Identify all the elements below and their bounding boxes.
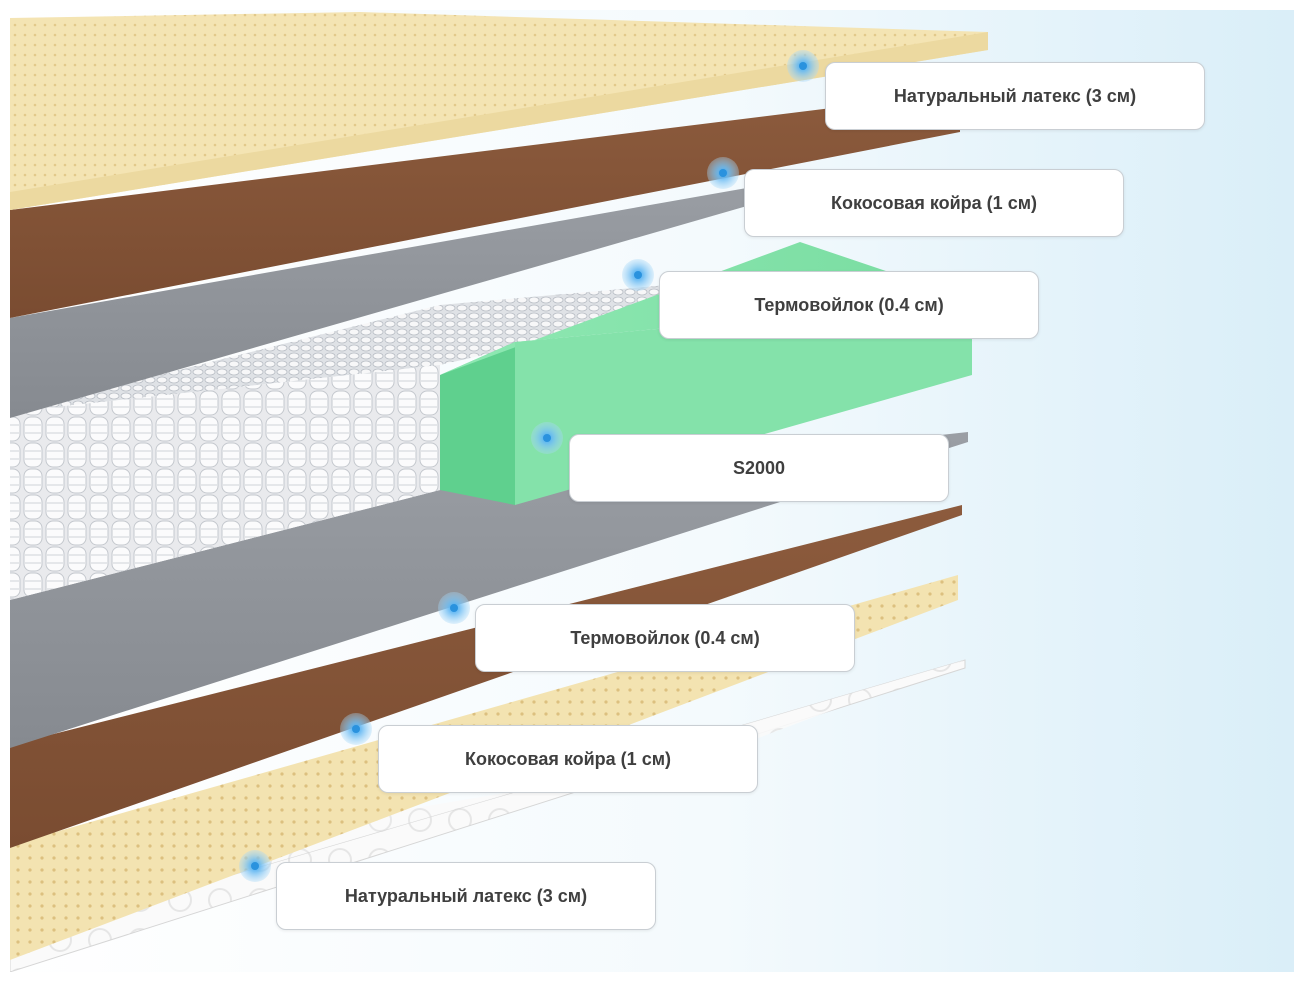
frame-bottom xyxy=(0,972,1304,983)
bottom-felt-layer xyxy=(10,432,968,748)
callout-coir-top: Кокосовая койра (1 см) xyxy=(744,169,1124,237)
hotspot-coir-bottom[interactable] xyxy=(340,713,372,745)
hotspot-latex-top[interactable] xyxy=(787,50,819,82)
top-coir-layer xyxy=(10,92,960,318)
callout-felt-bottom: Термовойлок (0.4 см) xyxy=(475,604,855,672)
frame-top xyxy=(0,0,1304,10)
top-latex-edge xyxy=(10,32,988,210)
foam-insert-side xyxy=(440,342,515,505)
top-felt-layer xyxy=(10,175,820,418)
spring-block-front xyxy=(10,365,440,600)
callout-felt-top: Термовойлок (0.4 см) xyxy=(659,271,1039,339)
callout-coir-bottom: Кокосовая койра (1 см) xyxy=(378,725,758,793)
hotspot-coir-top[interactable] xyxy=(707,157,739,189)
hotspot-latex-bottom[interactable] xyxy=(239,850,271,882)
callout-latex-top: Натуральный латекс (3 см) xyxy=(825,62,1205,130)
hotspot-felt-bottom[interactable] xyxy=(438,592,470,624)
bottom-coir-layer xyxy=(10,505,962,848)
frame-right xyxy=(1294,0,1304,983)
frame-left xyxy=(0,0,10,983)
callout-latex-bottom: Натуральный латекс (3 см) xyxy=(276,862,656,930)
hotspot-springs[interactable] xyxy=(531,422,563,454)
hotspot-felt-top[interactable] xyxy=(622,259,654,291)
callout-springs: S2000 xyxy=(569,434,949,502)
